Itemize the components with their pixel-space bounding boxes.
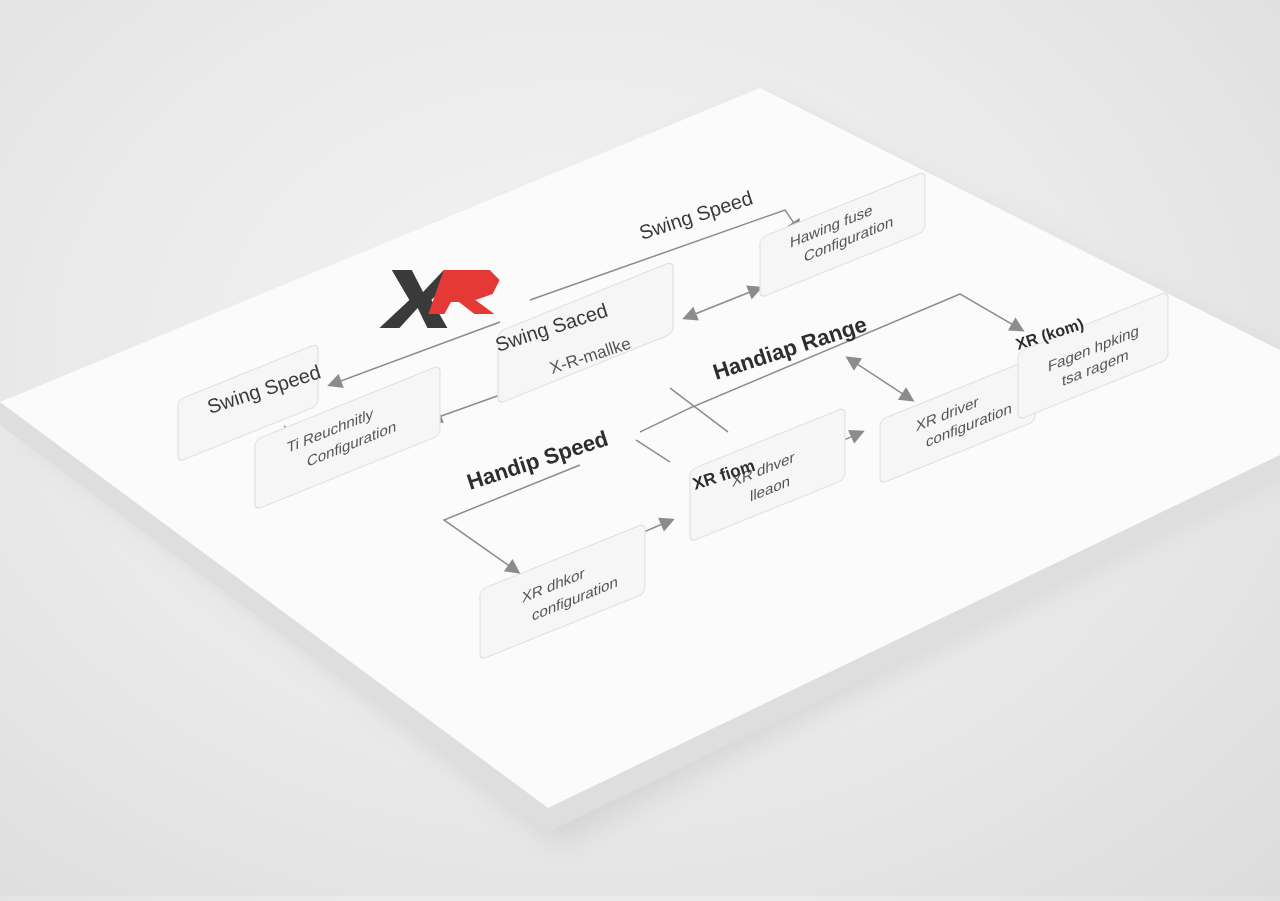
node-right-top: Fagen hpking tsa ragem (1017, 292, 1169, 419)
node-left-box: Ti Reuchnitly Configuration (254, 366, 441, 509)
node-bottom-left: XR dhkor configuration (479, 524, 646, 659)
xr-logo (379, 270, 500, 328)
node-left (177, 344, 319, 461)
logo-r-mark (428, 270, 500, 314)
board-top (0, 88, 1280, 808)
node-center: XR dhver lleaon (689, 408, 846, 541)
node-center-top (497, 262, 674, 403)
